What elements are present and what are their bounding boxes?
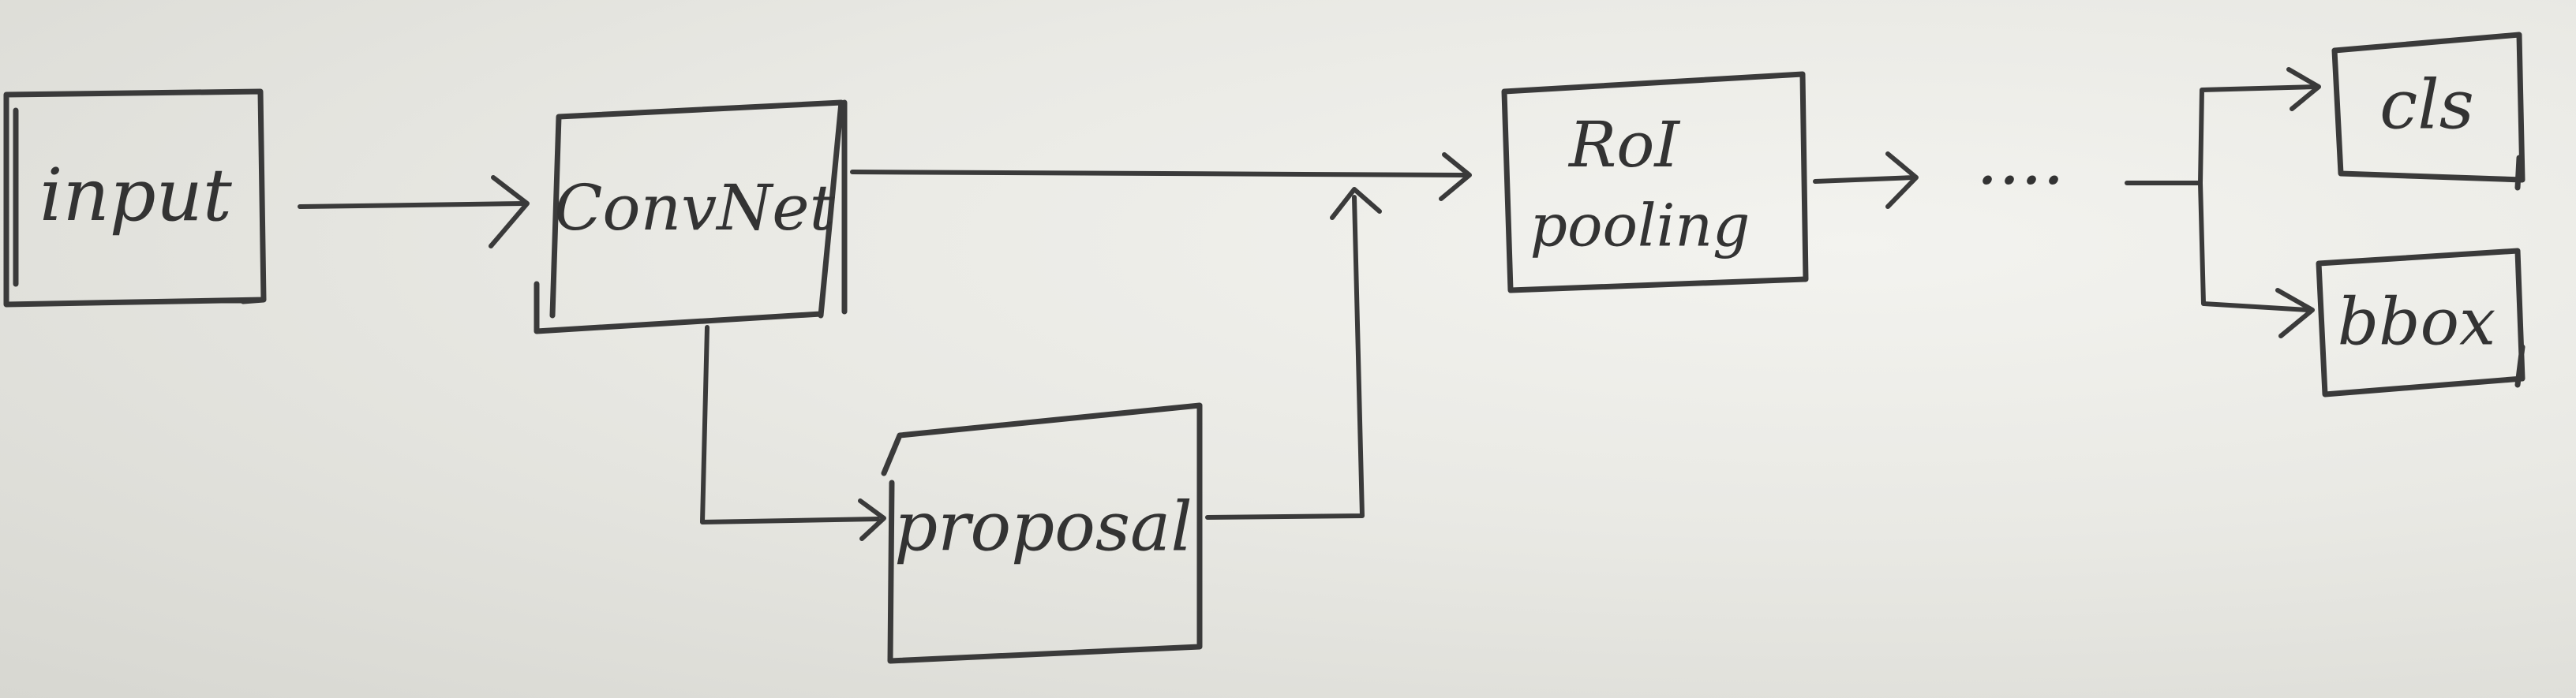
node-proposal: proposal <box>881 402 1203 664</box>
node-bbox-label: bbox <box>2338 286 2496 360</box>
node-input-label: input <box>39 153 233 237</box>
edge-convnet-roi <box>850 152 1472 201</box>
edge-input-convnet <box>298 175 530 248</box>
node-roi-pooling: RoI pooling <box>1501 71 1809 293</box>
node-convnet: ConvNet <box>534 99 848 334</box>
node-roi-label-line2: pooling <box>1530 192 1750 259</box>
node-convnet-label: ConvNet <box>554 171 835 244</box>
node-cls: cls <box>2331 32 2525 191</box>
edge-roi-ellipsis <box>1813 151 1919 209</box>
node-input: input <box>3 88 267 308</box>
edge-convnet-proposal <box>700 325 886 541</box>
node-cls-label: cls <box>2379 66 2474 145</box>
node-bbox: bbox <box>2316 248 2525 398</box>
node-roi-label-line1: RoI <box>1567 108 1680 181</box>
node-proposal-label: proposal <box>894 488 1193 567</box>
edge-fork <box>2125 67 2321 338</box>
ellipsis-label: .... <box>1976 119 2065 200</box>
edge-proposal-roi <box>1205 187 1382 520</box>
